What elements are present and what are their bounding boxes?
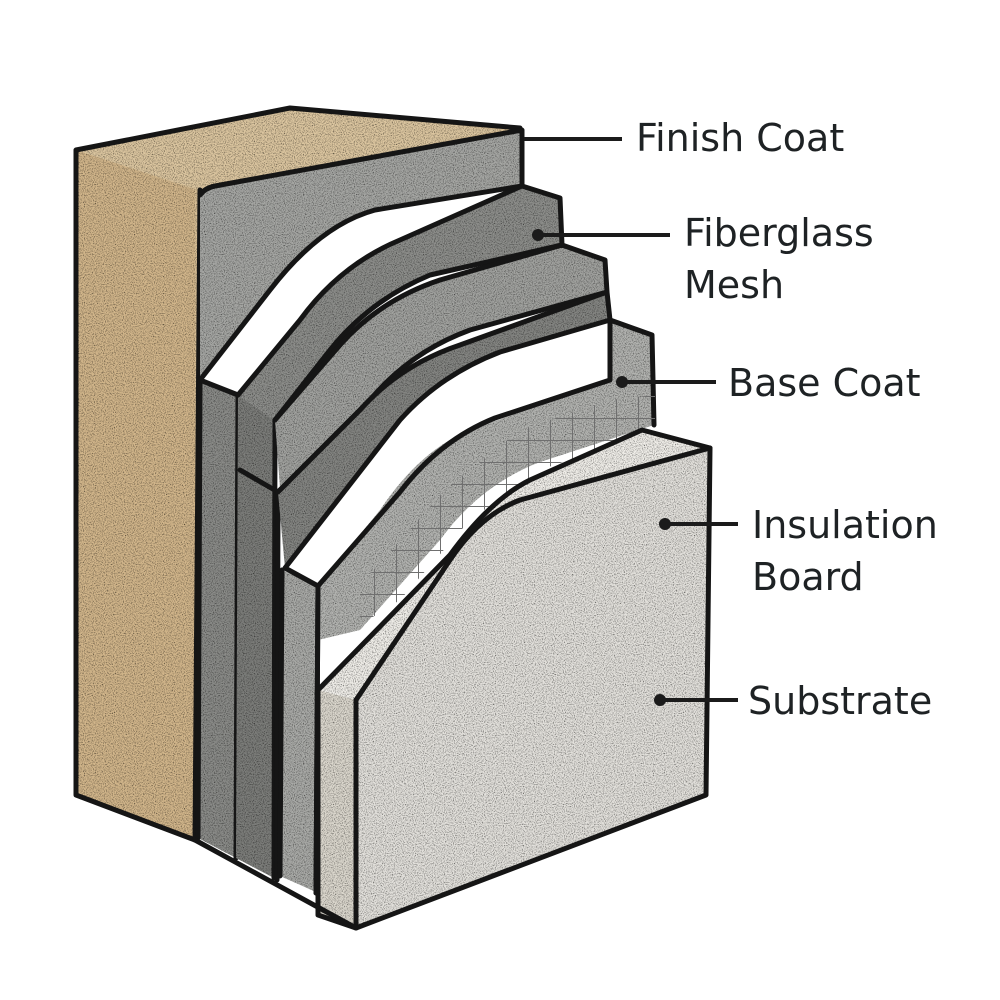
bottom-edge [192, 837, 359, 931]
finish-coat-sublayer [235, 183, 565, 881]
leader-base-coat [616, 376, 716, 388]
label-substrate: Substrate [748, 679, 932, 723]
base-coat-outer-layer [275, 289, 613, 896]
leader-insulation-board [659, 518, 738, 530]
substrate-layer [73, 105, 523, 843]
leader-fiberglass-mesh [532, 229, 670, 241]
leader-substrate [654, 694, 738, 706]
label-fiberglass-mesh: Fiberglass Mesh [684, 211, 886, 307]
insulation-board-layer [315, 427, 713, 931]
label-finish-coat: Finish Coat [636, 116, 844, 160]
label-base-coat: Base Coat [728, 361, 921, 405]
label-insulation-board: Insulation Board [752, 503, 950, 599]
